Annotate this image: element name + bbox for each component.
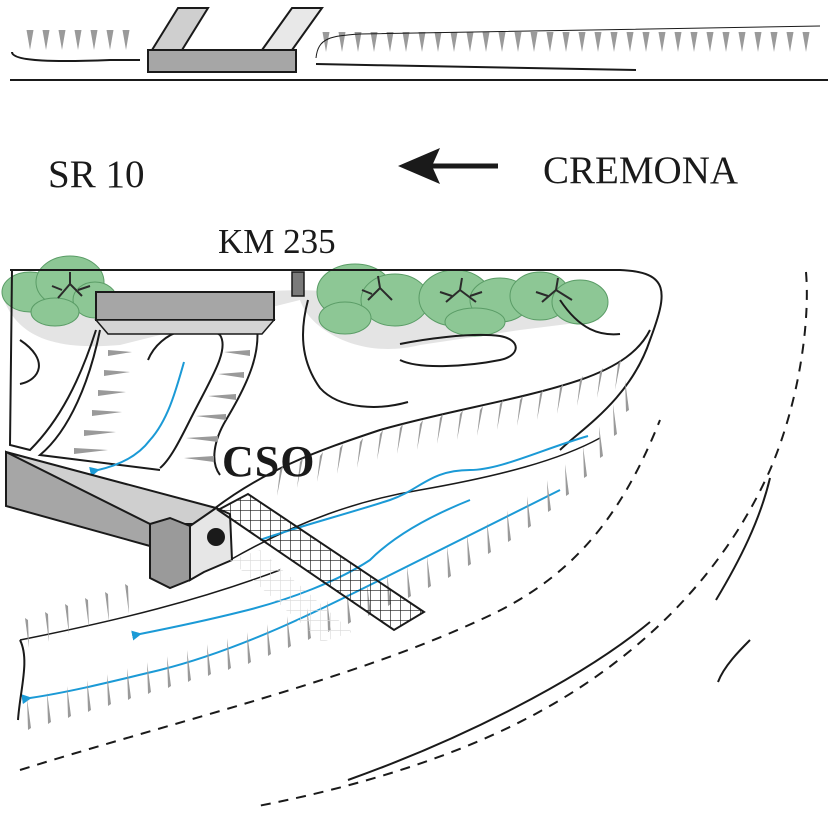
tributary-outer — [37, 319, 259, 476]
cso-outfall-culvert — [5, 450, 234, 590]
tributary-channel — [8, 269, 259, 477]
top-bridge-ramp-right — [260, 7, 324, 51]
cso-label: CSO — [222, 437, 316, 486]
river-bank-lower — [19, 569, 281, 641]
top-bridge-deck — [147, 49, 297, 73]
top-right-contour — [315, 63, 637, 71]
lower-embankment-ticks — [25, 380, 629, 730]
top-bridge-ramp — [150, 7, 210, 51]
grating-rack — [216, 492, 426, 632]
grating-shadow — [230, 550, 352, 642]
direction-arrow — [398, 148, 498, 184]
lower-embankment — [17, 380, 661, 771]
upper-embankment — [199, 329, 651, 521]
road-headwall — [94, 291, 276, 335]
tributary-inner-left — [147, 327, 224, 469]
kilometre-label: KM 235 — [218, 222, 336, 261]
road-label: SR 10 — [48, 153, 145, 196]
upper-embankment-ticks — [277, 360, 621, 496]
road-edge-plan — [10, 269, 663, 451]
direction-label: CREMONA — [543, 149, 739, 192]
outfall-pipe-opening — [207, 528, 225, 546]
culvert-notch — [149, 516, 191, 590]
top-left-contour — [11, 51, 140, 63]
river-flow-line-2 — [131, 499, 471, 641]
top-right-upper-contour — [315, 25, 821, 59]
km-marker-post — [291, 271, 305, 297]
terrain-contours — [19, 299, 621, 408]
tributary-bank-left — [8, 269, 97, 452]
river-flow-line-1 — [259, 435, 589, 541]
grating — [216, 492, 426, 642]
top-cross-section — [10, 7, 828, 81]
top-slope-ticks-left — [26, 30, 130, 50]
tributary-slope-ticks — [74, 350, 250, 462]
top-slope-ticks-right — [322, 32, 810, 52]
tributary-flow-line — [89, 361, 185, 477]
outer-bank — [257, 271, 808, 807]
